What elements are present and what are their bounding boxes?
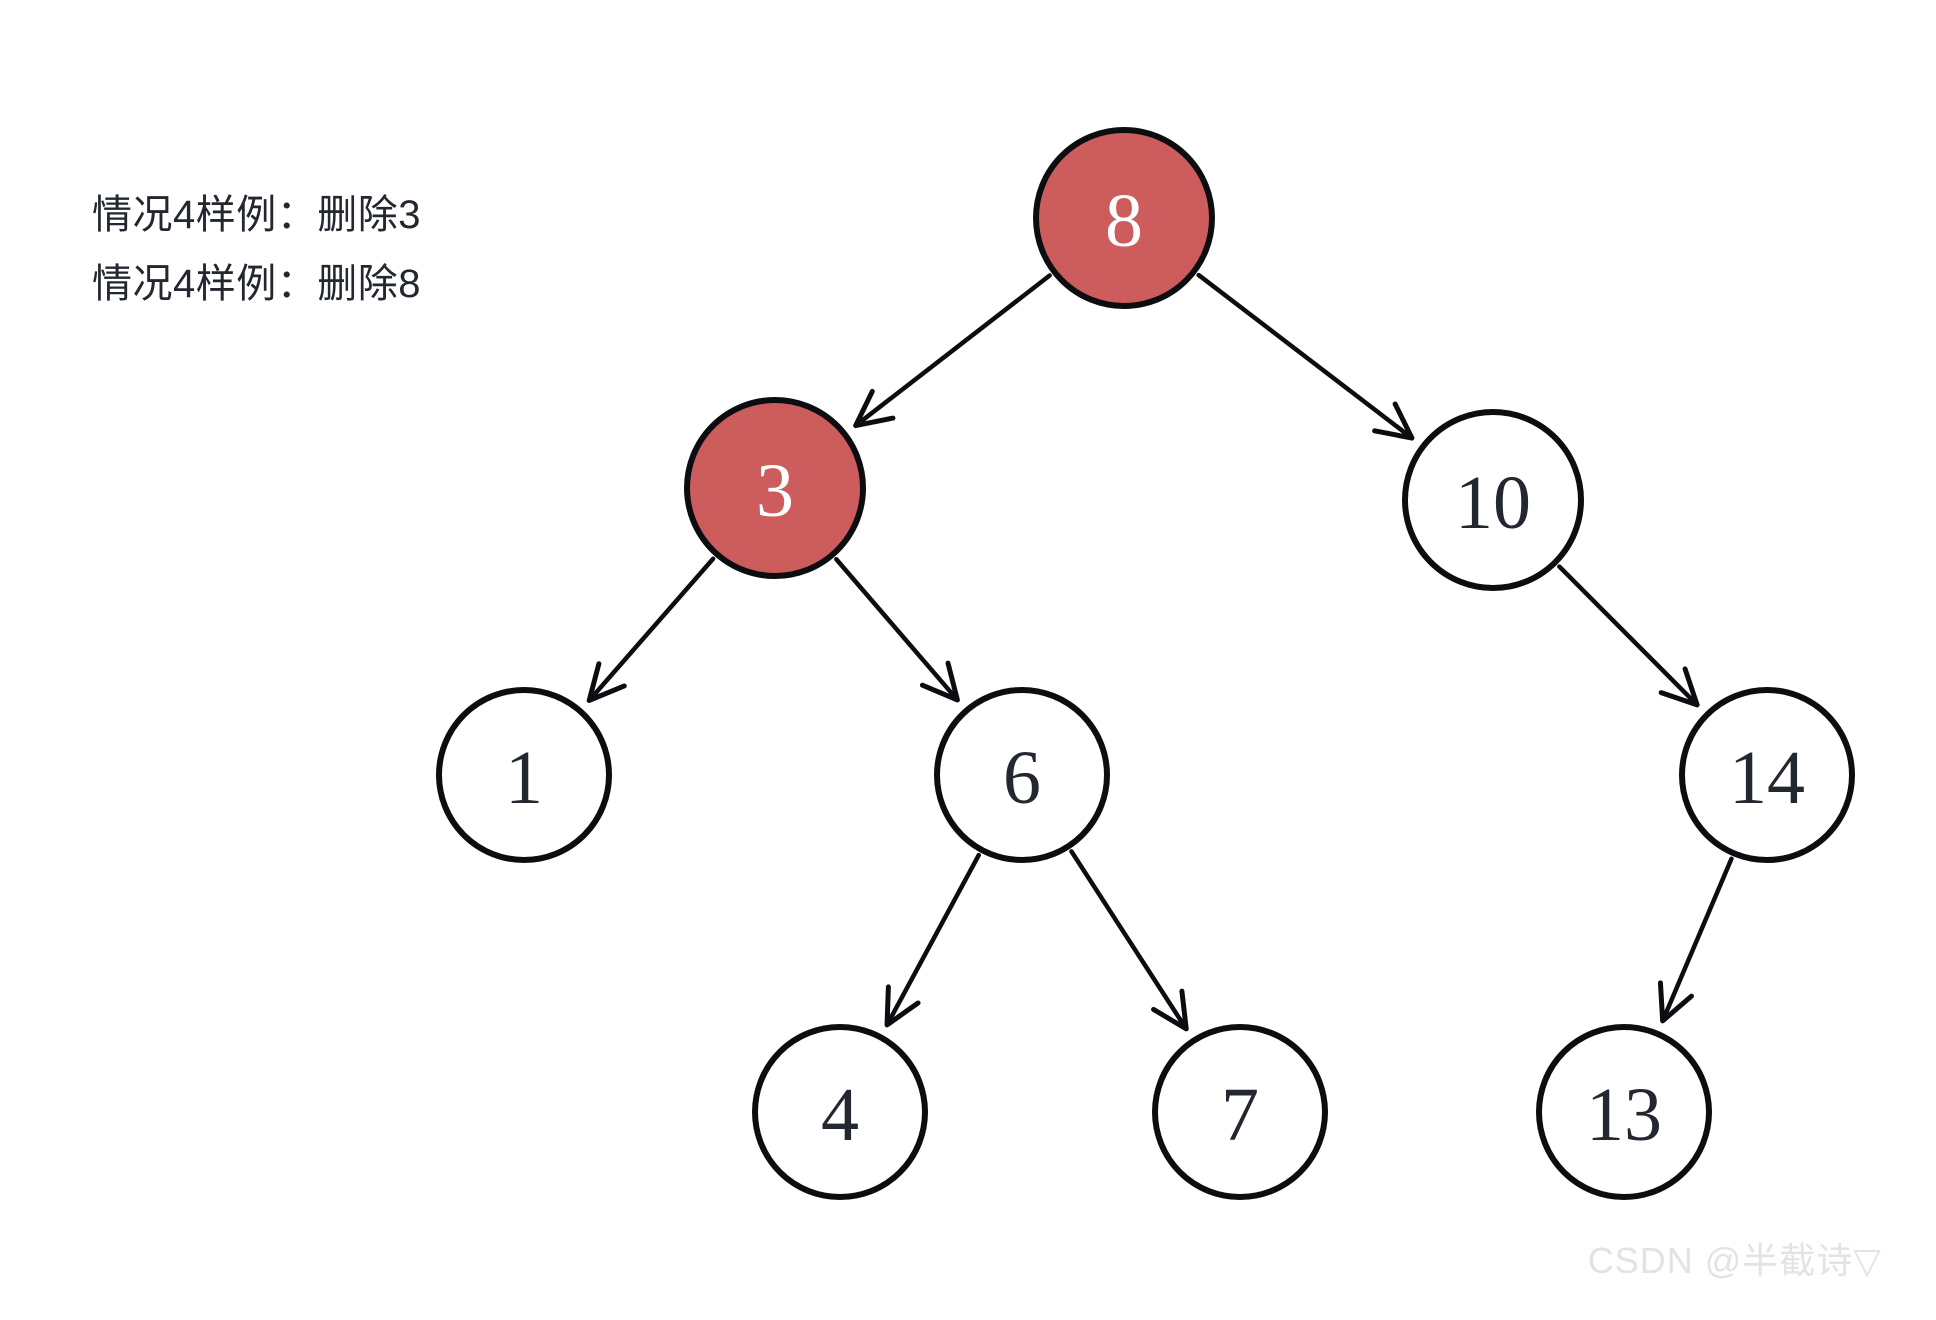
tree-edge: [1069, 849, 1189, 1032]
node-circle[interactable]: [934, 687, 1110, 863]
tree-node-4[interactable]: 4: [752, 1024, 928, 1200]
tree-node-13[interactable]: 13: [1536, 1024, 1712, 1200]
tree-node-7[interactable]: 7: [1152, 1024, 1328, 1200]
node-label: 6: [1003, 736, 1041, 820]
csdn-watermark: CSDN @半截诗▽: [1587, 1240, 1882, 1281]
arrow-head-icon: [884, 984, 921, 1028]
node-circle[interactable]: [1536, 1024, 1712, 1200]
node-circle[interactable]: [752, 1024, 928, 1200]
tree-edge: [1196, 272, 1415, 441]
node-circle[interactable]: [1033, 127, 1215, 309]
arrow-head-icon: [853, 388, 896, 429]
tree-edge: [834, 556, 960, 703]
node-circle[interactable]: [684, 397, 866, 579]
node-circle[interactable]: [436, 687, 612, 863]
tree-edge: [853, 273, 1052, 429]
node-circle[interactable]: [1152, 1024, 1328, 1200]
arrow-head-icon: [1658, 666, 1700, 708]
arrow-head-icon: [919, 660, 960, 703]
caption-line-2: 情况4样例：删除8: [92, 262, 421, 307]
node-circle[interactable]: [1679, 687, 1855, 863]
nodes-layer: 8 3 10 1 6 14 4 7 13: [436, 127, 1855, 1200]
tree-node-10[interactable]: 10: [1402, 409, 1584, 591]
node-label: 7: [1221, 1073, 1259, 1157]
node-label: 4: [821, 1073, 859, 1157]
node-label: 8: [1105, 179, 1143, 263]
caption-line-1: 情况4样例：删除3: [92, 193, 421, 237]
tree-edge: [586, 556, 716, 703]
node-label: 14: [1729, 736, 1805, 820]
node-label: 13: [1586, 1073, 1662, 1157]
node-label: 3: [756, 449, 794, 533]
tree-node-1[interactable]: 1: [436, 687, 612, 863]
caption-block: 情况4样例：删除3 情况4样例：删除8: [92, 192, 421, 308]
tree-node-6[interactable]: 6: [934, 687, 1110, 863]
tree-edge: [1657, 856, 1734, 1024]
node-label: 10: [1455, 461, 1531, 545]
edges-layer: [586, 272, 1734, 1032]
tree-node-3[interactable]: 3: [684, 397, 866, 579]
arrow-head-icon: [1151, 988, 1189, 1032]
tree-node-14[interactable]: 14: [1679, 687, 1855, 863]
tree-node-8[interactable]: 8: [1033, 127, 1215, 309]
arrow-head-icon: [586, 661, 627, 703]
arrow-head-icon: [1372, 401, 1415, 441]
node-label: 1: [505, 736, 543, 820]
tree-edge: [884, 852, 982, 1028]
node-circle[interactable]: [1402, 409, 1584, 591]
tree-edge: [1557, 564, 1700, 708]
arrow-head-icon: [1657, 980, 1695, 1024]
